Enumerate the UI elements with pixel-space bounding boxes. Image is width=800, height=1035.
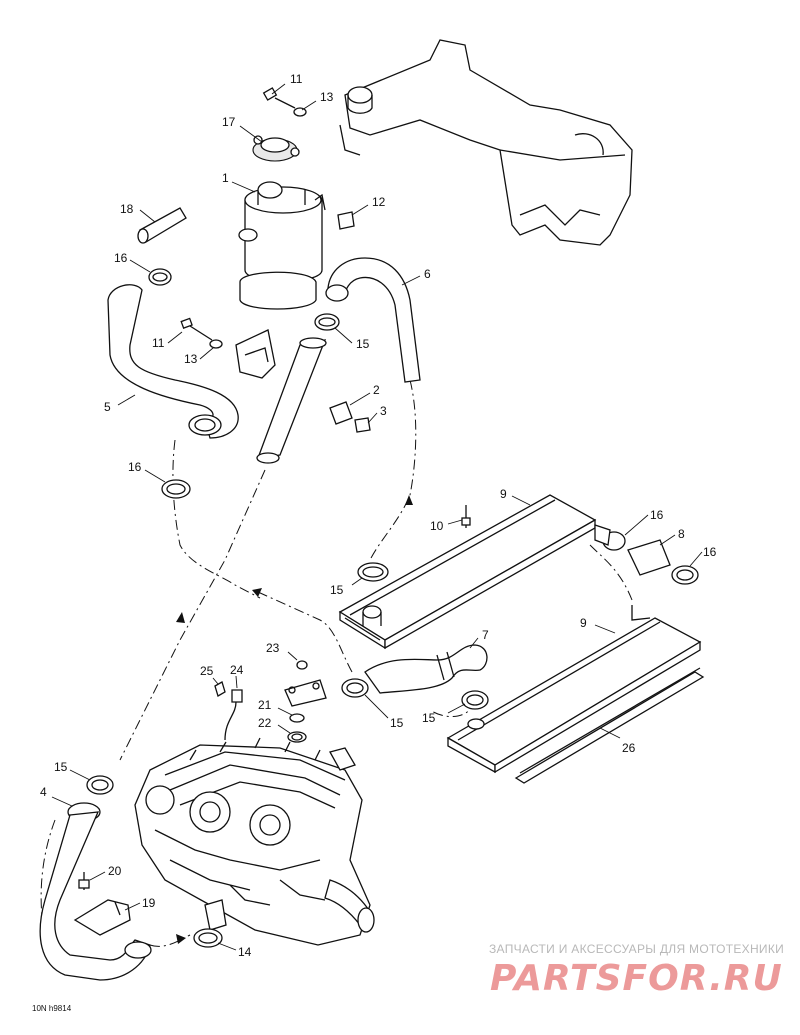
heat-exchanger-lower	[446, 605, 702, 774]
mounting-bracket	[180, 317, 276, 379]
flow-arrows	[176, 495, 413, 944]
callout-21: 21	[258, 698, 272, 712]
callout-5: 5	[104, 400, 111, 414]
bolt-10	[461, 505, 471, 528]
callout-23: 23	[266, 641, 280, 655]
callout-15-left: 15	[330, 583, 344, 597]
watermark: ЗАПЧАСТИ И АКСЕССУАРЫ ДЛЯ МОТОТЕХНИКИ PA…	[489, 942, 784, 999]
callout-1: 1	[222, 171, 229, 185]
diagram-code: 10N h9814	[32, 1004, 72, 1013]
hose-7	[364, 644, 488, 694]
hose-4	[39, 802, 152, 981]
hose-clamp-15-upper	[314, 313, 340, 331]
callout-16-right-a: 16	[650, 508, 664, 522]
thermostat-housing	[239, 181, 326, 310]
callout-12: 12	[372, 195, 386, 209]
callout-8: 8	[678, 527, 685, 541]
hose-clamp-16-middle	[161, 479, 191, 499]
clip-2	[329, 401, 371, 433]
hose-clamp-15-engine	[86, 775, 114, 795]
connector-hose-8	[594, 524, 699, 585]
callout-25: 25	[200, 664, 214, 678]
sleeve-tube	[238, 228, 258, 242]
hose-5	[107, 284, 239, 439]
callout-13-top: 13	[320, 90, 334, 104]
callout-15-upper: 15	[356, 337, 370, 351]
bolt-20	[78, 872, 90, 890]
fitting-12	[337, 211, 355, 230]
engine-block	[134, 737, 375, 946]
callout-13-middle: 13	[184, 352, 198, 366]
radiator-cap	[252, 135, 300, 162]
coolant-reservoir	[339, 39, 633, 246]
hose-clamp-16-upper	[148, 268, 172, 286]
callout-10: 10	[430, 519, 444, 533]
callout-3: 3	[380, 404, 387, 418]
callout-14: 14	[238, 945, 252, 959]
callout-22: 22	[258, 716, 272, 730]
callout-20: 20	[108, 864, 122, 878]
callout-16-middle: 16	[128, 460, 142, 474]
hose-clamp-15-right	[461, 690, 489, 710]
callout-15-engine: 15	[54, 760, 68, 774]
watermark-brand: PARTSFOR.RU	[490, 958, 783, 999]
bolt-top	[262, 87, 307, 117]
callout-15-right: 15	[422, 711, 436, 725]
callout-labels: 11 13 17 1 18 12 16 6 11 13 15 5 2 3 16 …	[40, 72, 717, 959]
hose-6	[325, 257, 421, 383]
callout-16-right-b: 16	[703, 545, 717, 559]
callout-9-upper: 9	[500, 487, 507, 501]
outlet-pipe	[256, 337, 327, 464]
temperature-sensor-parts	[214, 660, 327, 743]
bypass-hose	[137, 207, 187, 244]
heat-exchanger-upper	[338, 494, 597, 650]
callout-24: 24	[230, 663, 244, 677]
callout-19: 19	[142, 896, 156, 910]
callout-2: 2	[373, 383, 380, 397]
callout-17: 17	[222, 115, 236, 129]
hose-clamp-15-left	[357, 562, 389, 582]
watermark-tagline: ЗАПЧАСТИ И АКСЕССУАРЫ ДЛЯ МОТОТЕХНИКИ	[489, 942, 784, 956]
leader-lines	[51, 83, 703, 951]
callout-26: 26	[622, 741, 636, 755]
protector-strip	[514, 667, 705, 784]
callout-6: 6	[424, 267, 431, 281]
callout-9-lower: 9	[580, 616, 587, 630]
hose-clamp-14	[193, 928, 223, 948]
callout-16-upper: 16	[114, 251, 128, 265]
callout-18: 18	[120, 202, 134, 216]
hose-clamp-15-center	[341, 678, 369, 698]
callout-7: 7	[482, 628, 489, 642]
callout-11-top: 11	[290, 72, 303, 86]
callout-11-middle: 11	[152, 336, 165, 350]
callout-4: 4	[40, 785, 47, 799]
coolant-flow-path	[40, 379, 633, 947]
bracket-19	[73, 899, 131, 936]
callout-15-center: 15	[390, 716, 404, 730]
